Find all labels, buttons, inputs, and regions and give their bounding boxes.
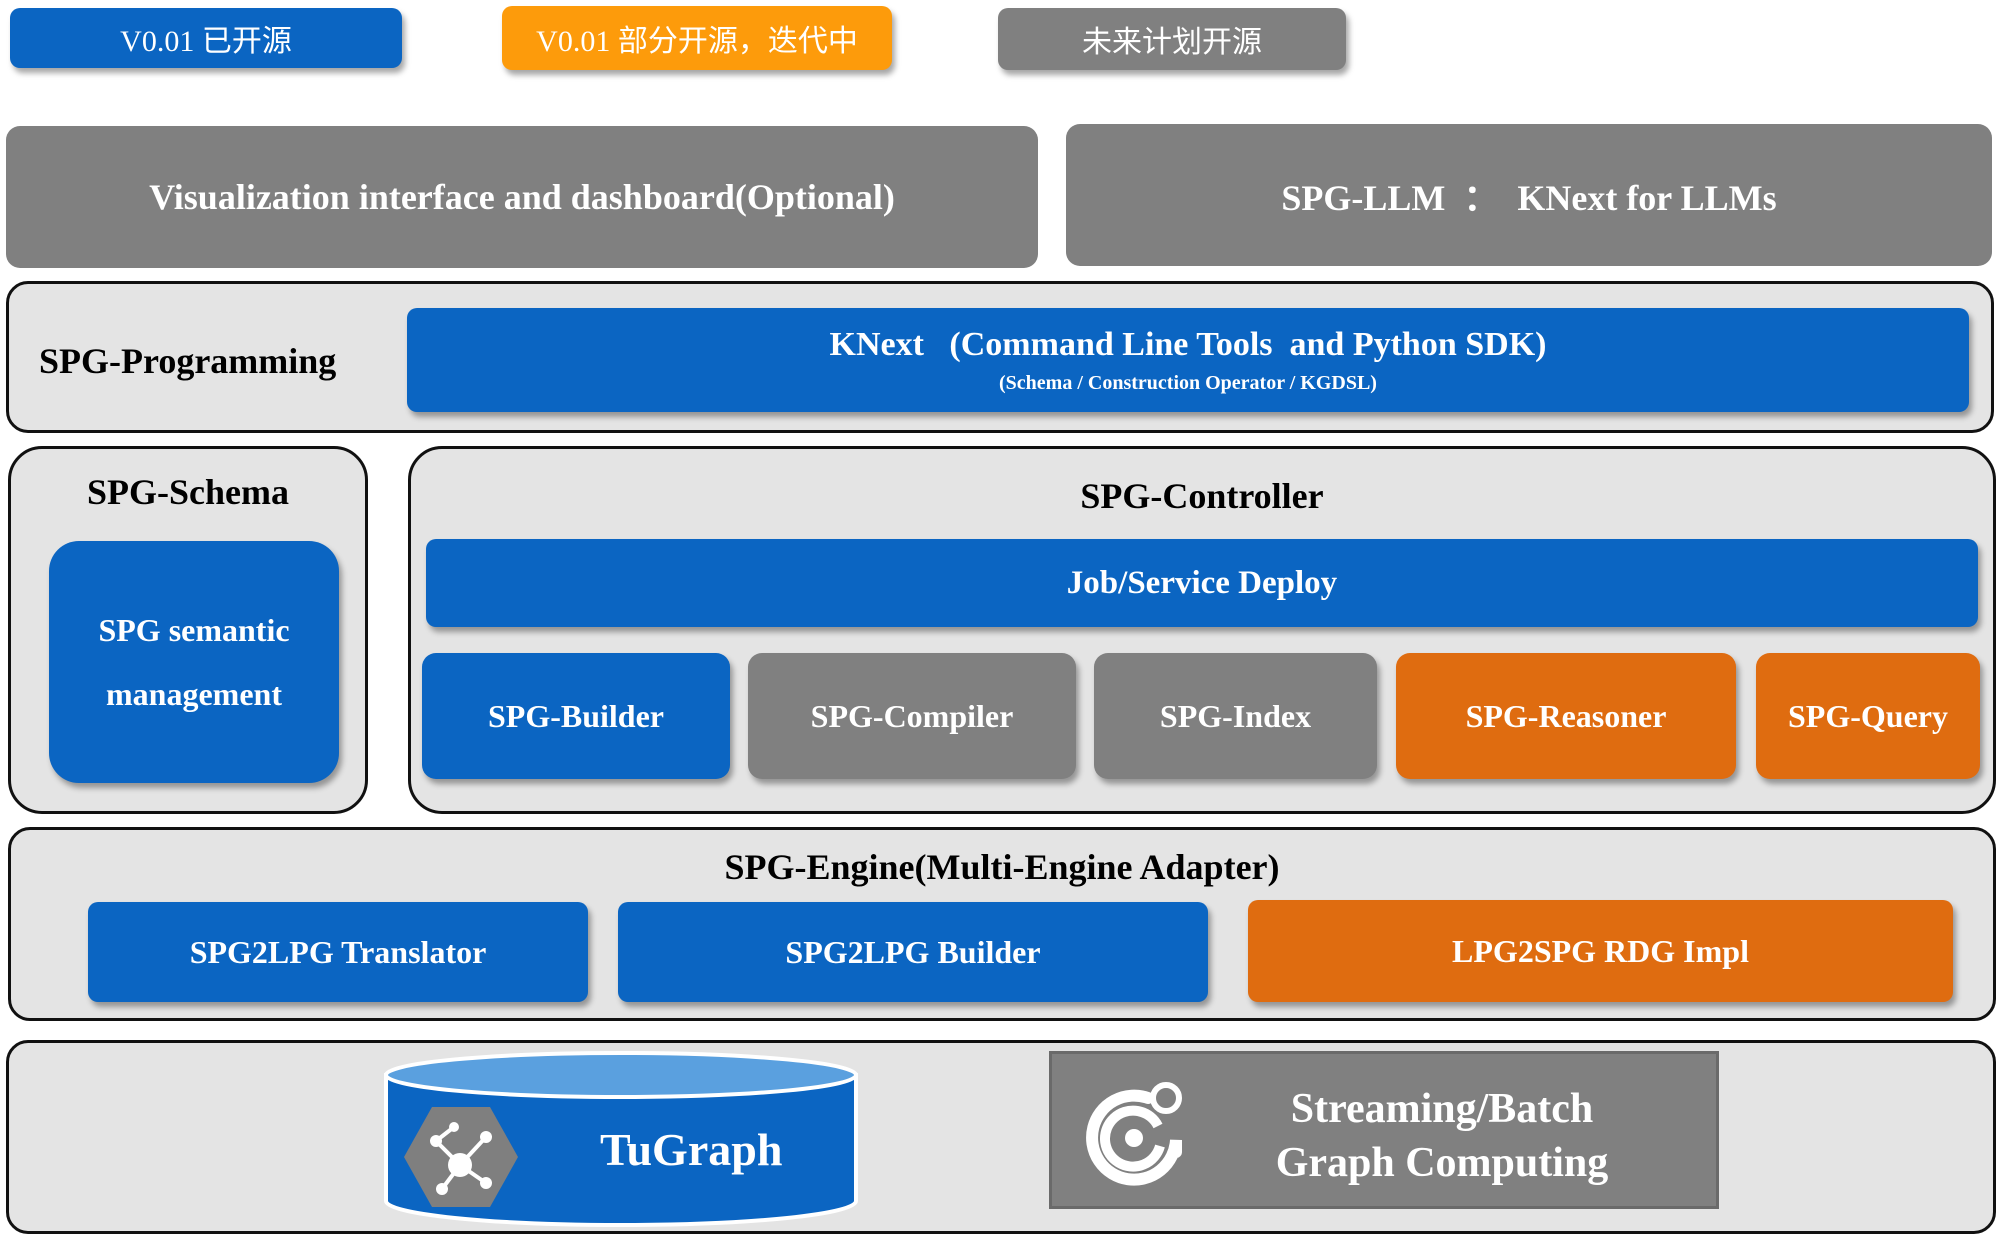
spg-compiler-box: SPG-Compiler xyxy=(748,653,1076,779)
spg-builder-label: SPG-Builder xyxy=(487,697,664,734)
spg-llm-label: SPG-LLM ： KNext for LLMs xyxy=(1281,178,1777,218)
graph-computing-box: Streaming/Batch Graph Computing xyxy=(1049,1051,1719,1209)
semantic-line2: management xyxy=(106,676,282,712)
graph-computing-line1: Streaming/Batch xyxy=(1290,1086,1594,1132)
knext-box: KNext (Command Line Tools and Python SDK… xyxy=(407,308,1969,412)
legend-partial-open: V0.01 部分开源，迭代中 xyxy=(502,6,892,70)
geaflow-logo-icon xyxy=(1086,1082,1182,1186)
spg-schema-panel: SPG-Schema SPG semantic management xyxy=(8,446,368,814)
legend-future-plan: 未来计划开源 xyxy=(998,8,1346,70)
spg-compiler-label: SPG-Compiler xyxy=(810,697,1014,734)
spg-controller-title: SPG-Controller xyxy=(1080,476,1324,516)
spg-reasoner-label: SPG-Reasoner xyxy=(1465,697,1667,734)
spg-reasoner-box: SPG-Reasoner xyxy=(1396,653,1736,779)
lpg2spg-rdg-box: LPG2SPG RDG Impl xyxy=(1248,900,1953,1002)
spg2lpg-builder-box: SPG2LPG Builder xyxy=(618,902,1208,1002)
spg2lpg-builder-label: SPG2LPG Builder xyxy=(785,933,1041,970)
semantic-management-box: SPG semantic management xyxy=(49,541,339,783)
semantic-line1: SPG semantic xyxy=(98,612,290,648)
tugraph-database: TuGraph xyxy=(382,1051,860,1231)
knext-subtitle: (Schema / Construction Operator / KGDSL) xyxy=(999,371,1377,394)
legend-open-source: V0.01 已开源 xyxy=(10,8,402,68)
storage-panel: TuGraph Streaming/Batch Graph Computing xyxy=(6,1040,1996,1234)
tugraph-label: TuGraph xyxy=(600,1124,783,1175)
tugraph-cylinder-icon xyxy=(384,1051,858,1227)
spg-query-label: SPG-Query xyxy=(1788,697,1948,734)
spg-programming-title: SPG-Programming xyxy=(39,341,337,381)
graph-network-icon xyxy=(404,1107,518,1207)
graph-computing-line2: Graph Computing xyxy=(1275,1140,1609,1186)
spg-programming-panel: SPG-Programming KNext (Command Line Tool… xyxy=(6,281,1994,433)
graph-computing-text: Streaming/Batch Graph Computing xyxy=(1242,1082,1642,1190)
legend-future-plan-label: 未来计划开源 xyxy=(1082,26,1262,59)
spg-query-box: SPG-Query xyxy=(1756,653,1980,779)
lpg2spg-rdg-label: LPG2SPG RDG Impl xyxy=(1452,932,1749,969)
spg-llm-box: SPG-LLM ： KNext for LLMs xyxy=(1066,124,1992,266)
spg2lpg-translator-label: SPG2LPG Translator xyxy=(189,933,487,970)
spg-index-label: SPG-Index xyxy=(1159,697,1312,734)
spg-engine-panel: SPG-Engine(Multi-Engine Adapter) SPG2LPG… xyxy=(8,827,1996,1021)
knext-title: KNext (Command Line Tools and Python SDK… xyxy=(829,325,1547,363)
legend-partial-open-label: V0.01 部分开源，迭代中 xyxy=(536,25,858,58)
spg-engine-title: SPG-Engine(Multi-Engine Adapter) xyxy=(724,847,1280,887)
spg-builder-box: SPG-Builder xyxy=(422,653,730,779)
spg-schema-title: SPG-Schema xyxy=(87,472,289,512)
spg-index-box: SPG-Index xyxy=(1094,653,1377,779)
spg-controller-panel: SPG-Controller Job/Service Deploy SPG-Bu… xyxy=(408,446,1996,814)
visualization-label: Visualization interface and dashboard(Op… xyxy=(149,177,895,217)
legend-open-source-label: V0.01 已开源 xyxy=(120,25,292,58)
visualization-box: Visualization interface and dashboard(Op… xyxy=(6,126,1038,268)
job-service-deploy-label: Job/Service Deploy xyxy=(1066,564,1338,601)
spg2lpg-translator-box: SPG2LPG Translator xyxy=(88,902,588,1002)
job-service-deploy-box: Job/Service Deploy xyxy=(426,539,1978,627)
